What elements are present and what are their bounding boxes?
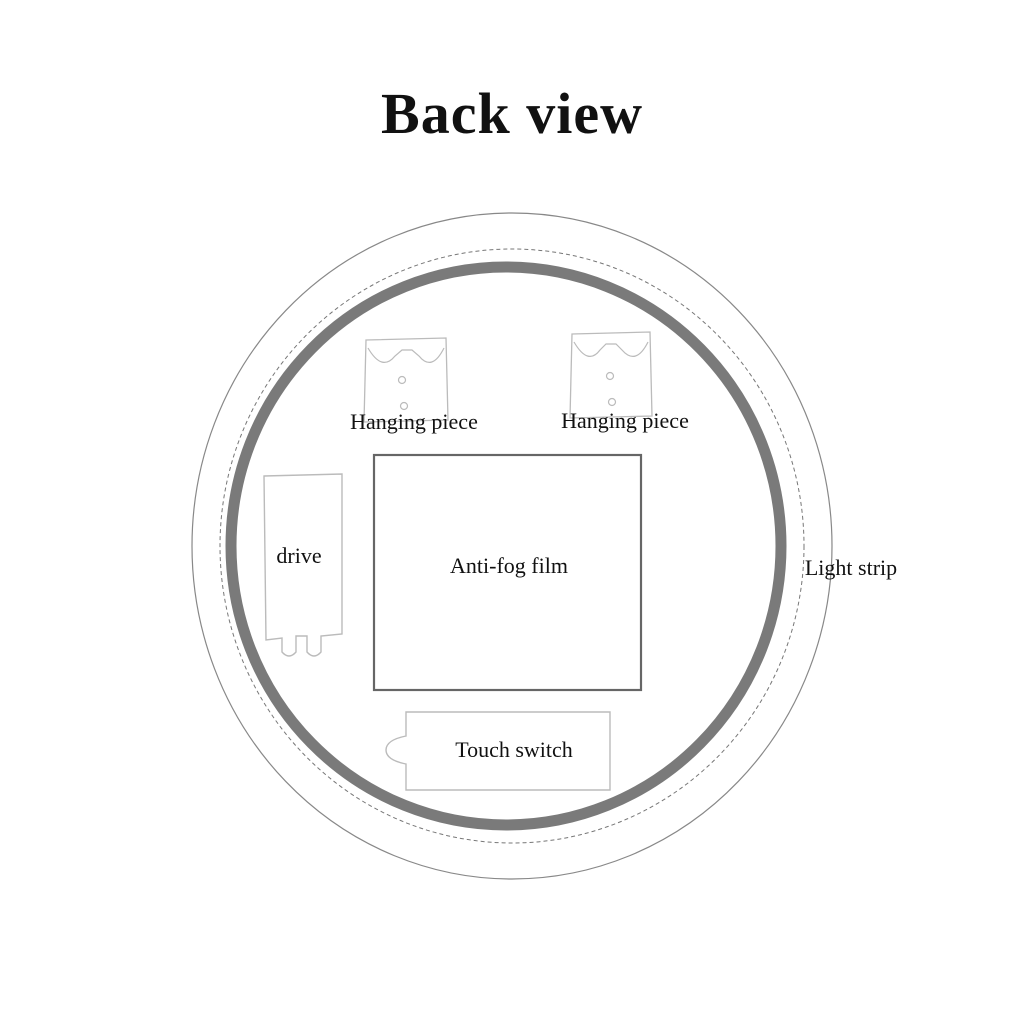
touch-switch-module <box>385 711 611 791</box>
outer-rim-circle <box>191 212 833 880</box>
hanging-piece-right <box>569 331 653 419</box>
hanging-piece-right-label: Hanging piece <box>561 408 689 433</box>
drive-label: drive <box>276 543 321 568</box>
anti-fog-film-box <box>372 453 643 692</box>
hanging-piece-left <box>363 337 449 423</box>
hanging-piece-left-label: Hanging piece <box>350 409 478 434</box>
diagram-title: Back view <box>381 81 643 146</box>
anti-fog-film-label: Anti-fog film <box>450 553 568 578</box>
drive-module <box>263 473 343 657</box>
touch-switch-label: Touch switch <box>455 737 573 762</box>
dashed-guide-circle <box>219 248 805 844</box>
light-strip-ring <box>225 261 787 831</box>
light-strip-label: Light strip <box>805 555 897 580</box>
